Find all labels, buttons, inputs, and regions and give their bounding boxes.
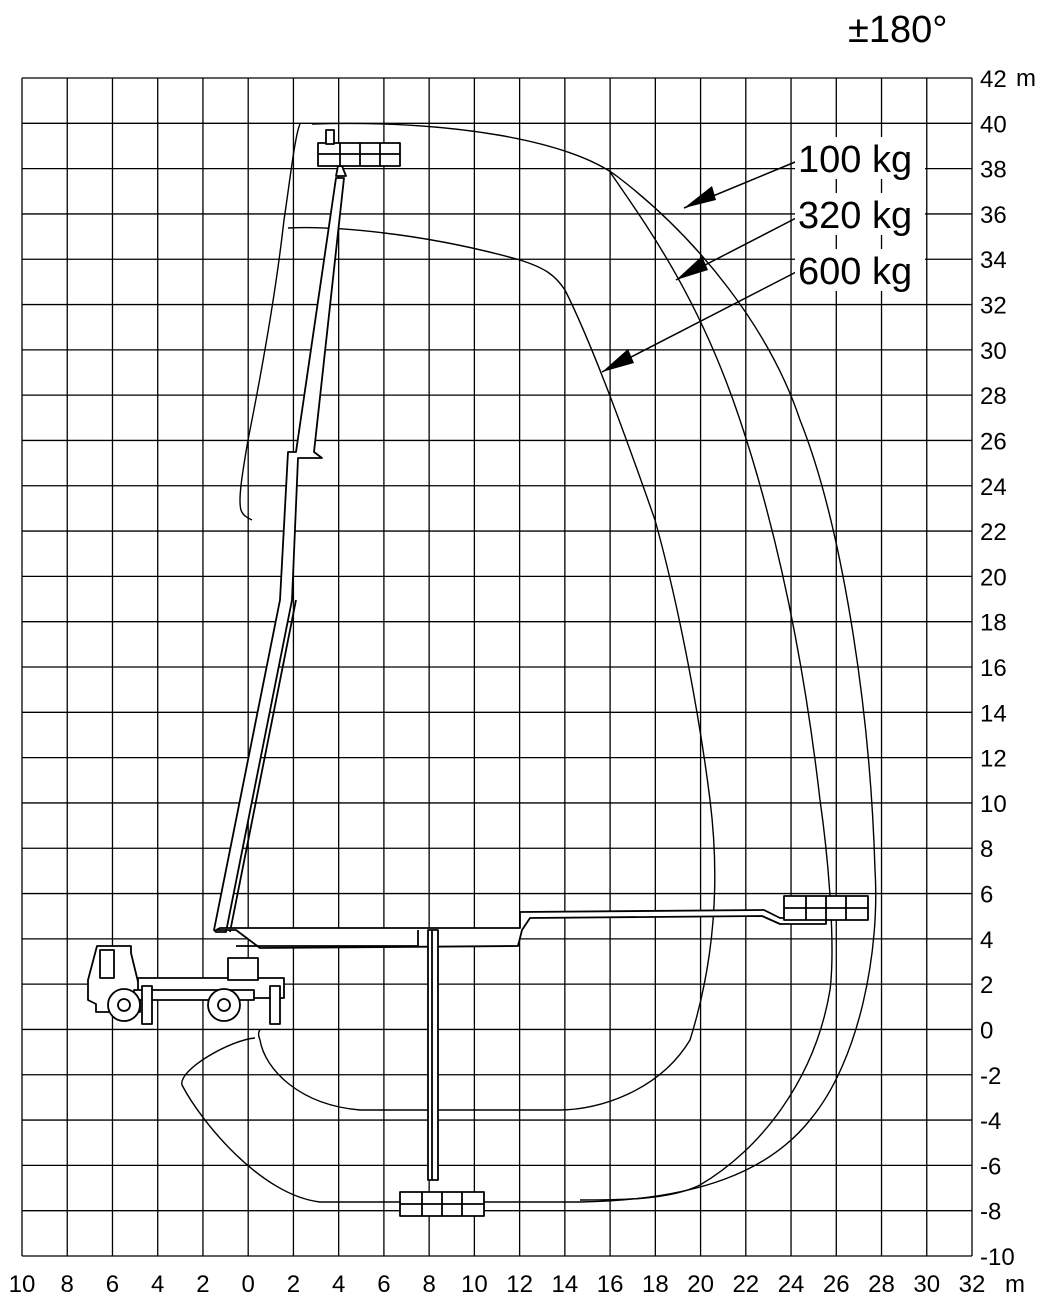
y-tick-label: 26 (980, 428, 1007, 455)
y-tick-label: -2 (980, 1063, 1001, 1090)
y-tick-label: 42 (980, 66, 1007, 93)
y-tick-label: 8 (980, 836, 993, 863)
y-axis-unit: m (1016, 65, 1036, 92)
y-tick-label: 0 (980, 1017, 993, 1044)
y-tick-label: 40 (980, 111, 1007, 138)
y-tick-label: 38 (980, 157, 1007, 184)
x-tick-label: 28 (868, 1271, 895, 1298)
grid (21, 77, 973, 1257)
x-tick-label: 10 (9, 1271, 36, 1298)
x-tick-label: 32 (959, 1271, 986, 1298)
y-tick-label: 28 (980, 383, 1007, 410)
x-tick-label: 2 (196, 1271, 209, 1298)
y-tick-label: 2 (980, 972, 993, 999)
y-tick-label: 22 (980, 519, 1007, 546)
x-tick-label: 14 (552, 1271, 579, 1298)
y-tick-label: -10 (980, 1244, 1015, 1271)
y-tick-label: 34 (980, 247, 1007, 274)
x-tick-label: 16 (597, 1271, 624, 1298)
x-tick-label: 4 (151, 1271, 164, 1298)
x-tick-label: 6 (106, 1271, 119, 1298)
y-tick-label: 18 (980, 610, 1007, 637)
x-tick-label: 6 (377, 1271, 390, 1298)
x-tick-label: 24 (778, 1271, 805, 1298)
x-tick-label: 22 (732, 1271, 759, 1298)
y-axis-ticks: 424038363432302826242220181614121086420-… (980, 66, 1015, 1271)
x-tick-label: 2 (287, 1271, 300, 1298)
x-tick-label: 8 (61, 1271, 74, 1298)
y-tick-label: 36 (980, 202, 1007, 229)
boom-vertical-config (213, 129, 401, 933)
y-tick-label: 16 (980, 655, 1007, 682)
y-tick-label: -6 (980, 1153, 1001, 1180)
y-tick-label: 12 (980, 746, 1007, 773)
envelopes (181, 122, 877, 1203)
y-tick-label: 4 (980, 927, 993, 954)
boom-down-config (399, 929, 485, 1217)
x-tick-label: 8 (422, 1271, 435, 1298)
envelope-320kg-outer (579, 171, 833, 1201)
y-tick-label: 10 (980, 791, 1007, 818)
x-tick-label: 10 (461, 1271, 488, 1298)
load-label-320kg: 320 kg (798, 195, 912, 237)
boom-horizontal-config (215, 895, 869, 949)
x-tick-label: 20 (687, 1271, 714, 1298)
load-labels: 100 kg 320 kg 600 kg (795, 137, 925, 293)
y-tick-label: -4 (980, 1108, 1001, 1135)
y-tick-label: -8 (980, 1199, 1001, 1226)
load-label-100kg: 100 kg (798, 139, 912, 181)
truck-icon (87, 945, 285, 1025)
load-label-600kg: 600 kg (798, 251, 912, 293)
envelope-100kg (181, 122, 877, 1203)
x-tick-label: 26 (823, 1271, 850, 1298)
y-tick-label: 32 (980, 293, 1007, 320)
x-tick-label: 4 (332, 1271, 345, 1298)
x-tick-label: 30 (913, 1271, 940, 1298)
rotation-label: ±180° (848, 9, 947, 51)
y-tick-label: 6 (980, 882, 993, 909)
y-tick-label: 14 (980, 700, 1007, 727)
envelope-320kg (239, 123, 301, 521)
y-tick-label: 30 (980, 338, 1007, 365)
y-tick-label: 24 (980, 474, 1007, 501)
label-arrows (601, 159, 801, 373)
x-tick-label: 18 (642, 1271, 669, 1298)
y-tick-label: 20 (980, 564, 1007, 591)
envelope-600kg (257, 226, 716, 1111)
x-axis-unit: m (1005, 1271, 1025, 1298)
x-tick-label: 12 (506, 1271, 533, 1298)
x-tick-label: 0 (242, 1271, 255, 1298)
